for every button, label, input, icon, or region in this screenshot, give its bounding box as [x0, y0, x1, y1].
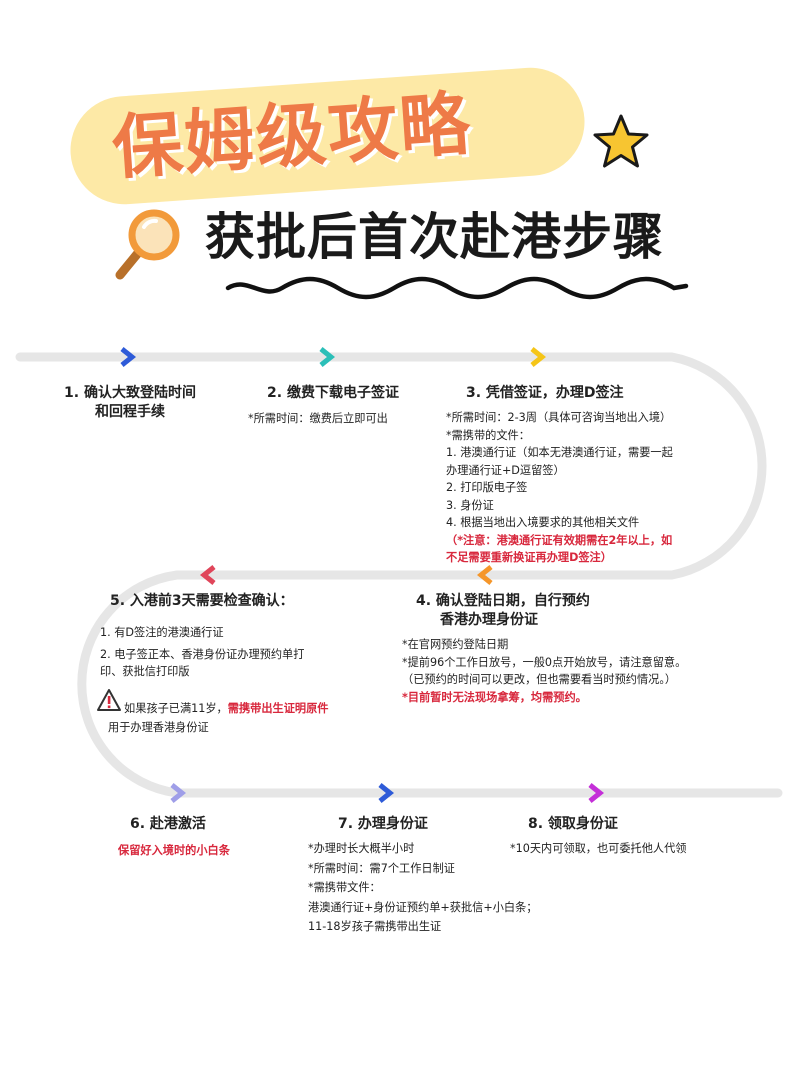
chevron-right-icon — [170, 783, 187, 803]
step-7-body: *办理时长大概半小时 *所需时间：需7个工作日制证 *需携带文件： 港澳通行证+… — [308, 840, 538, 936]
step-4-body: *在官网预约登陆日期 *提前96个工作日放号，一般0点开始放号，请注意留意。 （… — [402, 636, 686, 706]
step-3-doc-4: 4. 根据当地出入境要求的其他相关文件 — [446, 516, 640, 529]
page-subtitle: 获批后首次赴港步骤 — [205, 208, 664, 266]
step-2-time: *所需时间：缴费后立即可出 — [248, 412, 388, 425]
step-7-line-5: 11-18岁孩子需携带出生证 — [308, 920, 442, 933]
wavy-underline — [225, 276, 689, 300]
chevron-right-icon — [588, 783, 605, 803]
step-5-warning-cont: 用于办理香港身份证 — [108, 721, 209, 734]
step-5-item-2-cont: 印、获批信打印版 — [100, 665, 190, 678]
chevron-right-icon — [319, 347, 336, 367]
step-4-title-l1: 4. 确认登陆日期，自行预约 — [416, 593, 590, 609]
step-4-line-3: （已预约的时间可以更改，但也需要看当时预约情况。） — [402, 673, 677, 686]
step-4-line-4: *目前暂时无法现场拿筹，均需预约。 — [402, 690, 587, 704]
step-7-line-3: *需携带文件： — [308, 881, 381, 894]
step-3-note: （*注意：港澳通行证有效期需在2年以上，如 — [446, 533, 673, 547]
step-4-line-2: *提前96个工作日放号，一般0点开始放号，请注意留意。 — [402, 655, 687, 669]
step-5-title: 5. 入港前3天需要检查确认： — [110, 593, 294, 609]
chevron-right-icon — [120, 347, 137, 367]
step-3-body: *所需时间：2-3周（具体可咨询当地出入境） *需携带的文件： 1. 港澳通行证… — [446, 409, 673, 567]
step-3-time: *所需时间：2-3周（具体可咨询当地出入境） — [446, 411, 672, 424]
step-7-line-2: *所需时间：需7个工作日制证 — [308, 861, 455, 875]
step-6: 6. 赴港激活 保留好入境时的小白条 — [100, 815, 240, 860]
step-7-line-1: *办理时长大概半小时 — [308, 842, 415, 855]
step-3-docs-label: *需携带的文件： — [446, 428, 530, 442]
step-1: 1. 确认大致登陆时间 和回程手续 — [30, 384, 230, 422]
step-2: 2. 缴费下载电子签证 *所需时间：缴费后立即可出 — [248, 384, 418, 428]
warning-triangle-icon — [97, 689, 121, 711]
step-7: 7. 办理身份证 *办理时长大概半小时 *所需时间：需7个工作日制证 *需携带文… — [308, 815, 538, 936]
step-1-title: 1. 确认大致登陆时间 — [64, 385, 196, 401]
step-3-note-cont: 不足需要重新换证再办理D签注） — [446, 551, 612, 564]
step-8: 8. 领取身份证 *10天内可领取，也可委托他人代领 — [510, 815, 686, 858]
step-2-title: 2. 缴费下载电子签证 — [267, 385, 399, 401]
step-3-doc-1-cont: 办理通行证+D逗留签） — [446, 463, 565, 477]
step-5-warning: 如果孩子已满11岁，需携带出生证明原件 — [124, 700, 328, 718]
step-4-line-1: *在官网预约登陆日期 — [402, 638, 509, 651]
step-7-line-4: 港澳通行证+身份证预约单+获批信+小白条； — [308, 900, 538, 914]
step-5: 5. 入港前3天需要检查确认： 1. 有D签注的港澳通行证 2. 电子签正本、香… — [100, 592, 304, 681]
step-6-note: 保留好入境时的小白条 — [118, 844, 230, 857]
step-1-title-cont: 和回程手续 — [95, 404, 165, 420]
star-icon — [593, 114, 649, 168]
step-4-title: 4. 确认登陆日期，自行预约 香港办理身份证 — [402, 592, 686, 630]
step-5-warning-text: 如果孩子已满11岁， — [124, 702, 228, 715]
step-3: 3. 凭借签证，办理D签注 *所需时间：2-3周（具体可咨询当地出入境） *需携… — [446, 384, 673, 567]
step-5-warning-emphasis: 需携带出生证明原件 — [227, 702, 329, 715]
magnifier-icon — [115, 209, 180, 280]
step-4-title-l2: 香港办理身份证 — [440, 612, 538, 628]
step-3-title: 3. 凭借签证，办理D签注 — [466, 385, 624, 401]
chevron-left-icon — [476, 565, 493, 585]
chevron-right-icon — [530, 347, 547, 367]
step-8-title: 8. 领取身份证 — [528, 816, 618, 832]
step-3-doc-3: 3. 身份证 — [446, 498, 494, 512]
chevron-right-icon — [378, 783, 395, 803]
chevron-left-icon — [199, 565, 216, 585]
step-6-title: 6. 赴港激活 — [130, 816, 206, 832]
step-7-title: 7. 办理身份证 — [338, 816, 428, 832]
step-5-item-1: 1. 有D签注的港澳通行证 — [100, 626, 224, 639]
step-5-body: 1. 有D签注的港澳通行证 2. 电子签正本、香港身份证办理预约单打 印、获批信… — [100, 624, 304, 681]
step-3-doc-2: 2. 打印版电子签 — [446, 481, 528, 494]
step-5-item-2: 2. 电子签正本、香港身份证办理预约单打 — [100, 647, 305, 661]
step-4: 4. 确认登陆日期，自行预约 香港办理身份证 *在官网预约登陆日期 *提前96个… — [402, 592, 686, 706]
step-8-note: *10天内可领取，也可委托他人代领 — [510, 842, 687, 855]
step-3-doc-1: 1. 港澳通行证（如本无港澳通行证，需要一起 — [446, 446, 673, 459]
